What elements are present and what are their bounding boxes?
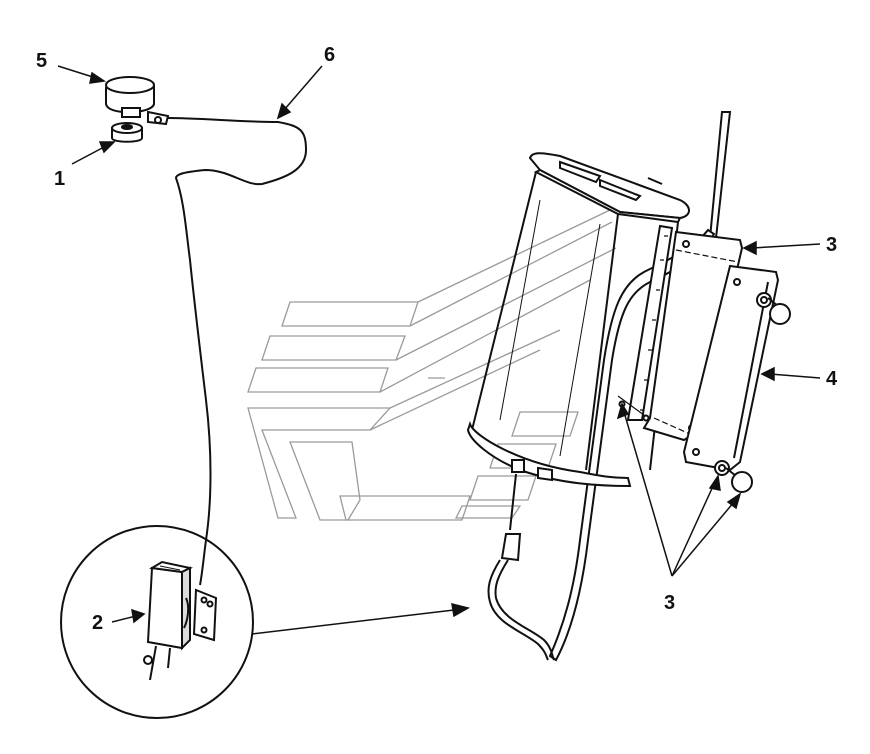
callout-3-upper: 3 [826,234,838,256]
mount-rail [626,224,674,421]
callout-6: 6 [324,44,336,66]
knob-lower [714,460,753,493]
callout-2: 2 [92,612,104,634]
callout-5: 5 [36,50,48,72]
housing-cable [487,473,555,661]
antenna-cable [167,117,308,586]
detail-circle [60,525,254,719]
magnet-base [111,122,143,143]
connector-box [143,560,218,681]
leader-lines [57,65,821,624]
callout-1: 1 [54,168,66,190]
knob-upper [756,292,791,325]
detail-arrow [251,602,470,635]
clamp-plate [682,264,780,472]
antenna-head [105,76,170,126]
callout-4: 4 [826,368,838,390]
watermark-logo [247,209,617,521]
callout-3-lower: 3 [664,592,676,614]
mirror-housing [466,152,690,488]
